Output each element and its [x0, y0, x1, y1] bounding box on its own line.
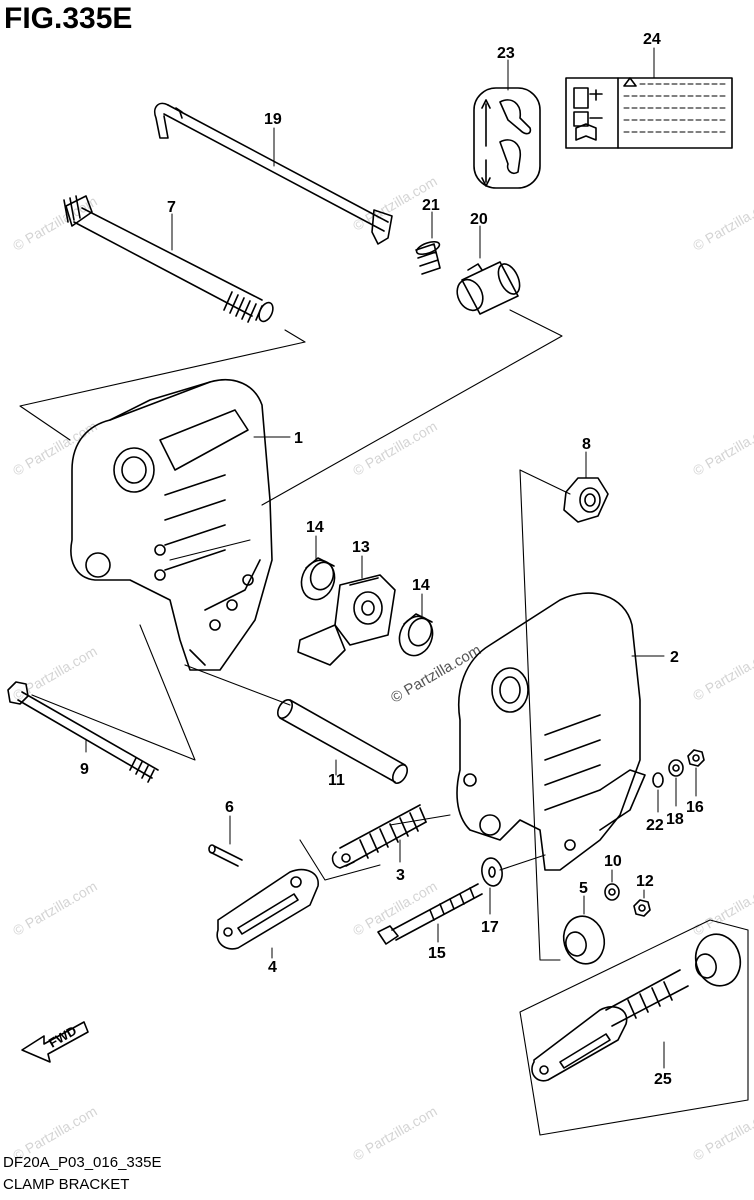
callout-19: 19 — [264, 111, 282, 128]
part-washer — [481, 857, 503, 887]
fwd-arrow-icon: FWD — [21, 1021, 89, 1063]
part-washer-18 — [668, 759, 684, 777]
part-nut — [563, 477, 609, 523]
callout-14b: 14 — [412, 577, 430, 594]
callout-leaders — [85, 47, 697, 1069]
callout-5: 5 — [579, 880, 588, 897]
part-shaft — [63, 195, 274, 323]
figure-name: CLAMP BRACKET — [3, 1176, 130, 1193]
callouts: 1 2 3 4 5 6 7 8 9 10 11 12 13 14 14 15 1… — [80, 31, 704, 1088]
part-bolt — [377, 883, 483, 945]
part-clamp-bracket-left — [70, 378, 273, 671]
part-washer-22 — [652, 772, 664, 788]
callout-25: 25 — [654, 1071, 672, 1088]
part-pad — [562, 915, 606, 965]
callout-21: 21 — [422, 197, 440, 214]
callout-2: 2 — [670, 649, 679, 666]
figure-title: FIG.335E — [4, 2, 133, 35]
callout-7: 7 — [167, 199, 176, 216]
callout-18: 18 — [666, 811, 684, 828]
callout-11: 11 — [328, 772, 345, 789]
part-spring — [415, 240, 441, 275]
callout-14a: 14 — [306, 519, 324, 536]
leader-lines — [19, 309, 749, 1136]
part-lever-label — [473, 87, 541, 189]
callout-4: 4 — [268, 959, 277, 976]
figure-code: DF20A_P03_016_335E — [3, 1154, 162, 1171]
part-nut-16 — [687, 749, 705, 767]
callout-17: 17 — [481, 919, 499, 936]
callout-9: 9 — [80, 761, 89, 778]
part-nut-12 — [633, 899, 651, 917]
part-bushing-14a — [300, 557, 336, 601]
part-clamp-bracket-right — [456, 592, 646, 871]
part-pin — [208, 844, 243, 867]
part-tilt-rod — [153, 102, 393, 245]
part-clamp-screw-assy — [531, 933, 742, 1082]
callout-20: 20 — [470, 211, 488, 228]
callout-23: 23 — [497, 45, 515, 62]
part-pin-bushing — [456, 261, 521, 315]
callout-10: 10 — [604, 853, 622, 870]
callout-16: 16 — [686, 799, 704, 816]
callout-8: 8 — [582, 436, 591, 453]
part-caution-label — [565, 77, 733, 149]
callout-15: 15 — [428, 945, 446, 962]
callout-1: 1 — [294, 430, 303, 447]
callout-3: 3 — [396, 867, 405, 884]
callout-6: 6 — [225, 799, 234, 816]
part-long-bolt — [7, 681, 159, 783]
part-rod — [276, 699, 409, 784]
callout-13: 13 — [352, 539, 370, 556]
part-bushing-14b — [398, 613, 434, 657]
part-clamp-handle — [216, 868, 319, 950]
callout-12: 12 — [636, 873, 654, 890]
part-adjust-screw — [331, 804, 427, 869]
part-washer-10 — [604, 883, 620, 901]
callout-24: 24 — [643, 31, 661, 48]
callout-22: 22 — [646, 817, 664, 834]
part-plate — [297, 574, 396, 666]
